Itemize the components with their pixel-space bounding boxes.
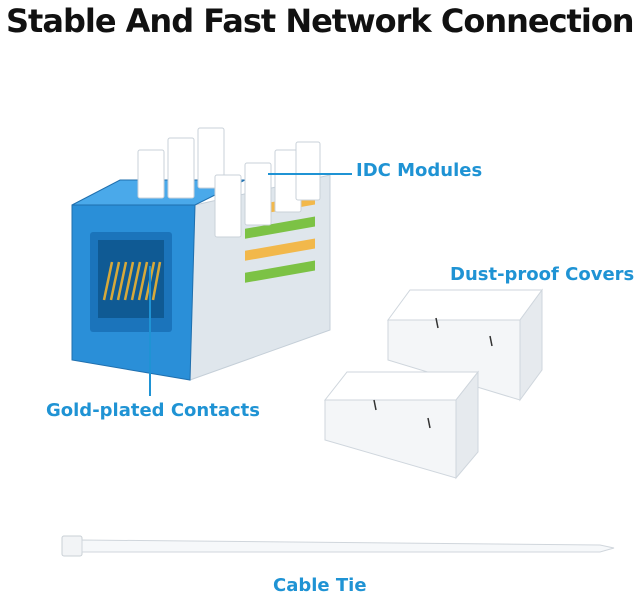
dust-proof-covers-label: Dust-proof Covers	[450, 264, 635, 285]
cable-tie	[61, 535, 615, 557]
gold-plated-contacts-label: Gold-plated Contacts	[46, 400, 260, 421]
rj45-port	[90, 232, 172, 332]
dust-proof-cover-upper	[387, 288, 543, 402]
cable-tie-label: Cable Tie	[273, 575, 367, 596]
dust-proof-cover-lower	[323, 370, 480, 480]
idc-modules-label: IDC Modules	[356, 160, 483, 181]
keystone-jack	[71, 127, 331, 381]
page-title: Stable And Fast Network Connection	[6, 2, 635, 40]
callout-lines	[149, 173, 352, 396]
idc-modules	[137, 127, 321, 238]
